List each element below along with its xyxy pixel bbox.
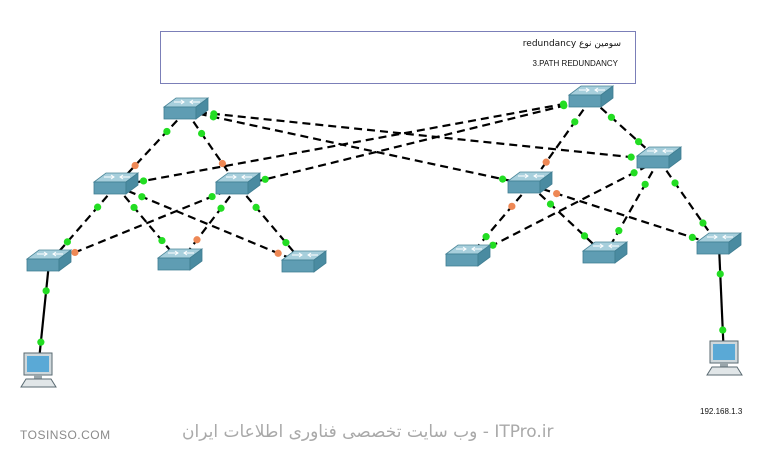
switch-icon[interactable] [506,171,554,194]
link-sw_dist_r2-sw_acc_r2 [604,159,660,256]
link-sw_core_right-sw_dist_r1 [529,98,592,186]
switch-icon[interactable] [444,244,492,267]
port-up-dot [37,338,45,346]
switch-icon[interactable] [92,172,140,195]
note-box: سومین نوع redundancy 3.PATH REDUNDANCY [160,31,636,84]
link-sw_dist_r1-sw_acc_r3 [529,183,720,248]
port-up-dot [158,236,166,245]
port-blocked-dot [193,236,201,244]
port-up-dot [671,179,679,187]
link-sw_dist_r2-sw_acc_r3 [658,159,720,247]
port-up-dot [571,118,579,126]
link-sw_dist_l1-sw_acc_l3 [115,184,305,266]
switch-icon[interactable] [25,249,73,272]
port-up-dot [139,177,148,185]
port-up-dot [252,203,260,211]
port-up-dot [282,239,290,247]
pc-icon[interactable] [706,340,743,376]
port-up-dot [42,287,50,295]
link-sw_dist_r1-sw_acc_r2 [529,184,606,256]
port-up-dot [208,192,216,201]
note-title: سومین نوع redundancy [522,39,621,49]
port-up-dot [546,200,555,208]
note-subtitle: 3.PATH REDUNDANCY [532,59,619,68]
port-blocked-dot [131,161,139,170]
switch-icon[interactable] [214,172,262,195]
port-up-dot [607,113,616,121]
port-up-dot [635,138,643,146]
port-up-dot [716,270,724,278]
port-up-dot [615,227,623,235]
port-up-dot [627,153,635,161]
port-up-dot [630,169,638,177]
port-blocked-dot [508,202,516,210]
port-up-dot [138,193,146,201]
port-up-dot [719,326,727,334]
link-sw_core_left-sw_dist_l2 [185,110,239,187]
port-up-dot [482,233,490,241]
port-up-dot [688,233,696,241]
link-sw_dist_l2-sw_acc_l3 [237,185,305,265]
switch-icon[interactable] [695,232,743,255]
port-up-dot [489,241,497,249]
pc-icon[interactable] [20,352,57,388]
port-blocked-dot [542,158,550,166]
switch-icon[interactable] [162,97,210,120]
port-up-dot [560,102,568,110]
port-up-dot [163,127,171,136]
links-layer [36,97,726,371]
port-up-dot [63,238,71,246]
link-sw_core_left-sw_dist_r2 [185,109,660,162]
port-blocked-dot [218,159,226,168]
port-up-dot [130,203,138,212]
link-sw_dist_l2-sw_acc_l1 [48,184,239,265]
port-blocked-dot [71,248,79,257]
link-sw_acc_l1-pc_left [36,262,51,371]
pc-ip-label: 192.168.1.3 [700,407,743,416]
link-sw_core_right-sw_dist_l2 [237,97,592,188]
port-up-dot [580,232,589,240]
switch-icon[interactable] [280,250,328,273]
port-up-dot [210,110,218,118]
link-sw_acc_r3-pc_right [717,245,726,359]
port-up-dot [217,204,225,212]
devices-layer [20,85,743,388]
link-sw_core_right-sw_dist_r2 [590,98,660,161]
switch-icon[interactable] [581,241,629,264]
port-up-dot [261,175,269,183]
port-blocked-dot [553,190,561,198]
switch-icon[interactable] [635,146,683,169]
watermark-left: TOSINSO.COM [20,428,111,442]
port-up-dot [94,203,102,211]
switch-icon[interactable] [567,85,615,108]
port-status-layer [37,100,727,346]
watermark-right: وب سایت تخصصی فناوری اطلاعات ایران - ITP… [182,422,554,442]
port-blocked-dot [274,249,282,257]
link-sw_core_right-sw_dist_l1 [115,97,592,188]
link-sw_core_left-sw_dist_r1 [185,109,531,187]
link-sw_dist_r2-sw_acc_r1 [467,159,660,259]
port-up-dot [699,219,707,227]
port-up-dot [499,175,507,183]
port-up-dot [198,129,206,138]
port-up-dot [641,180,649,188]
switch-icon[interactable] [156,248,204,271]
